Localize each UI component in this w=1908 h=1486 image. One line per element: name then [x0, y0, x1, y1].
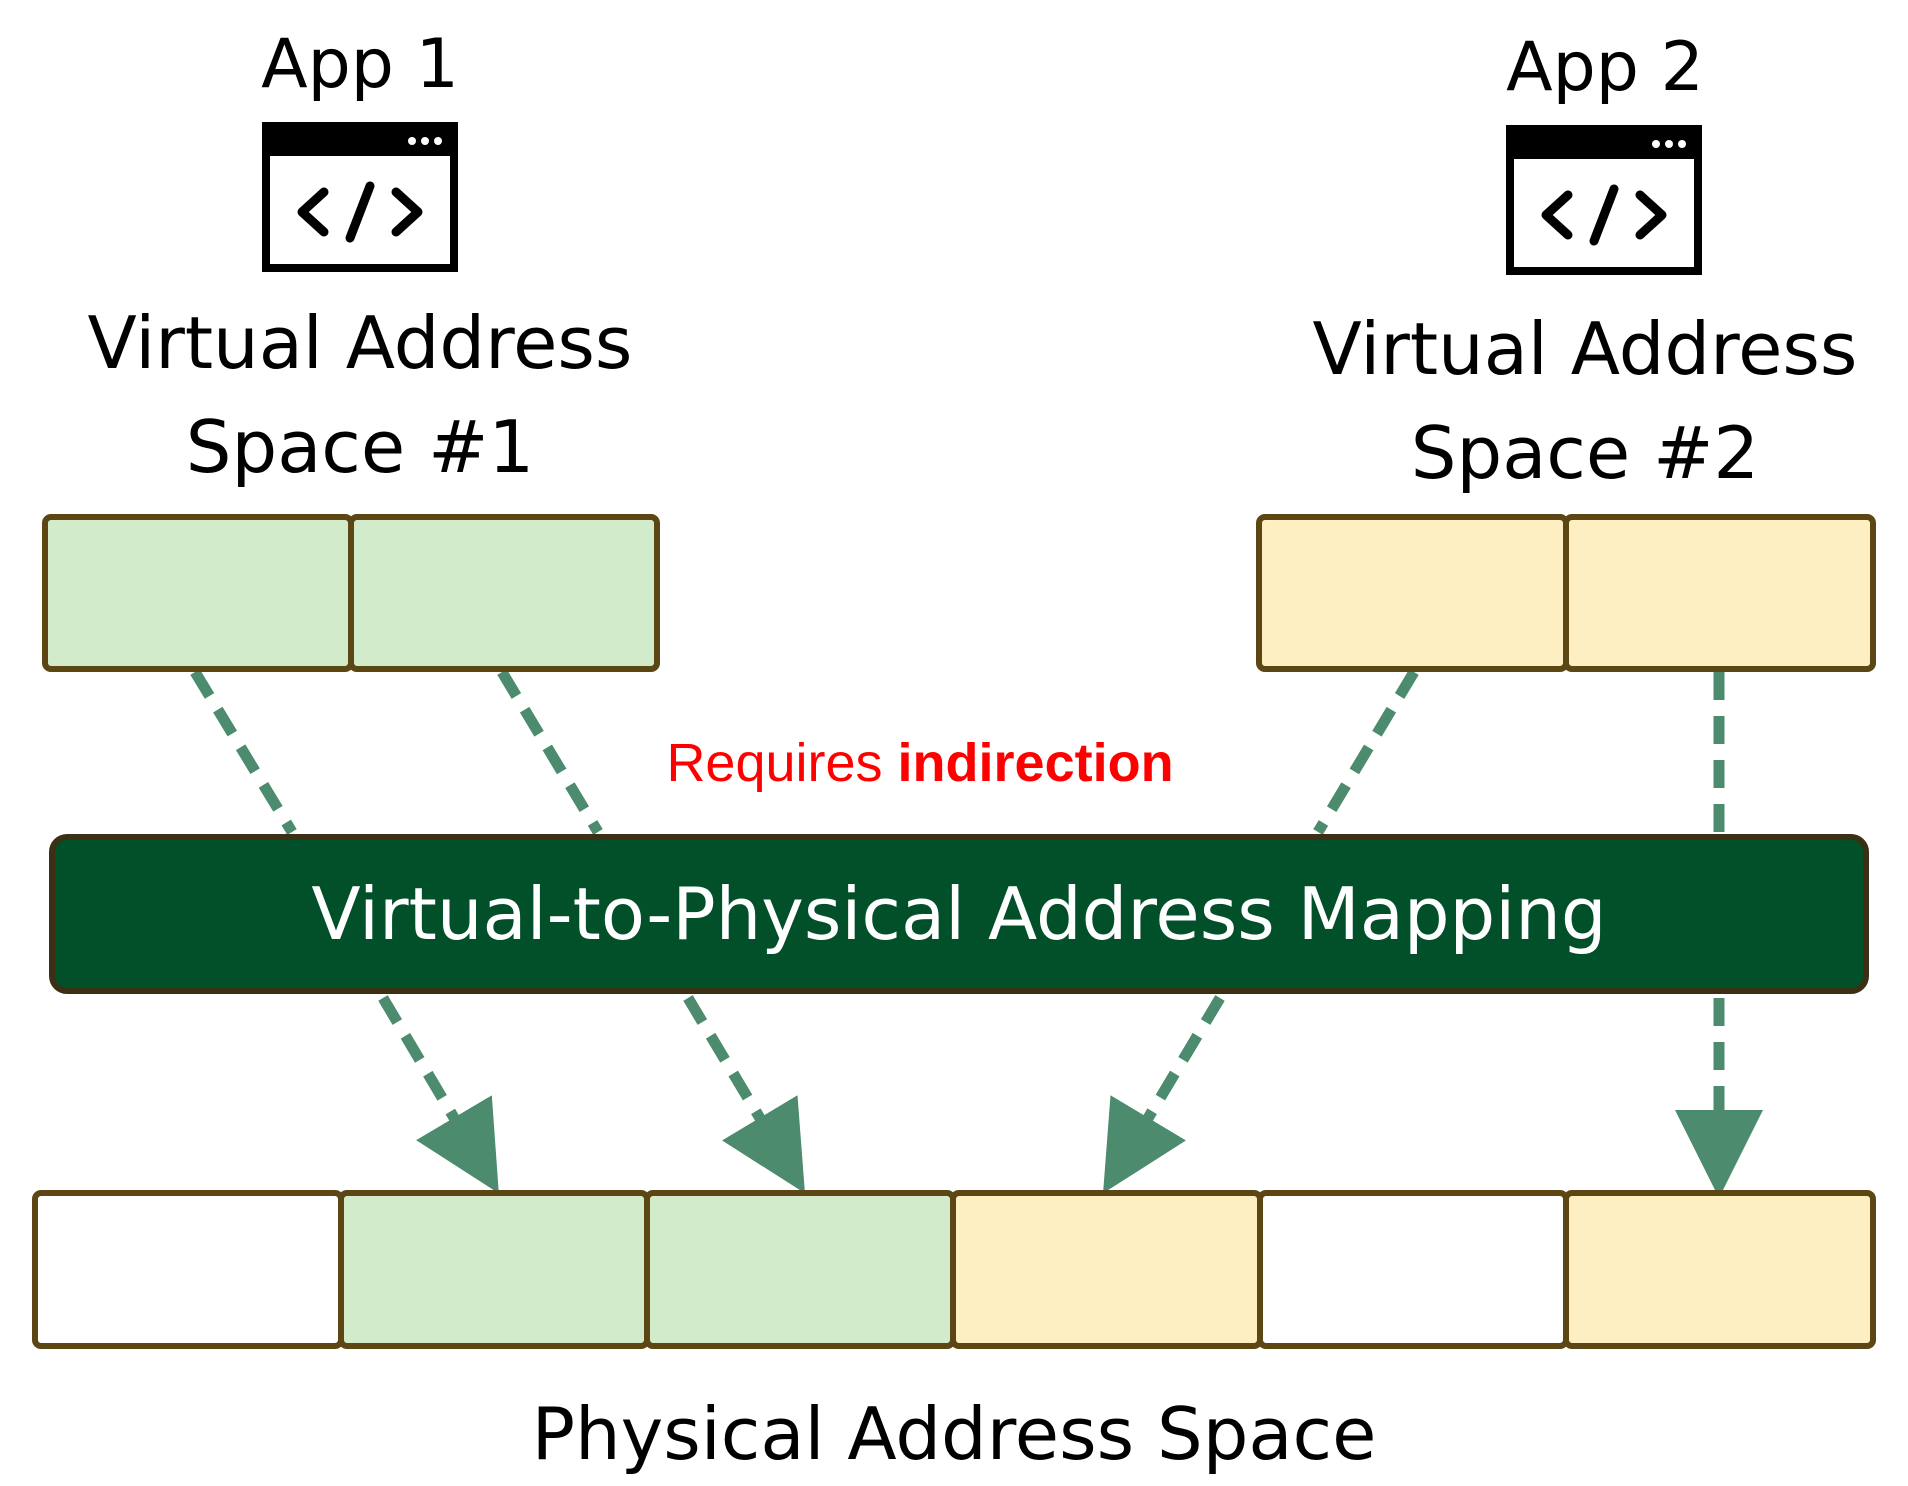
arrow-mapping-to-p3 — [683, 995, 805, 1194]
app-2-code-window-icon — [1506, 125, 1702, 275]
physical-page-6 — [1563, 1190, 1876, 1349]
physical-page-5 — [1257, 1190, 1569, 1349]
arrow-v1a-to-mapping — [190, 669, 297, 835]
indirection-note-prefix: Requires — [666, 733, 898, 793]
arrow-mapping-to-p2 — [378, 995, 499, 1194]
physical-page-4 — [950, 1190, 1263, 1349]
physical-page-3 — [644, 1190, 956, 1349]
indirection-note: Requires indirection — [600, 728, 1240, 798]
indirection-note-emphasis: indirection — [897, 733, 1174, 793]
arrow-mapping-to-p4 — [1103, 995, 1225, 1194]
arrow-v2a-to-mapping — [1313, 669, 1419, 835]
virtual-space-1-title-line1: Virtual Address — [87, 301, 633, 385]
address-mapping-box: Virtual-to-Physical Address Mapping — [49, 834, 1869, 994]
virtual-page-app2-2 — [1563, 514, 1876, 672]
arrow-v1b-to-mapping — [497, 669, 603, 835]
physical-space-title: Physical Address Space — [531, 1392, 1377, 1476]
virtual-space-2-title-line1: Virtual Address — [1312, 307, 1858, 391]
virtual-space-2-title-line2: Space #2 — [1410, 411, 1760, 495]
virtual-space-1-title-line2: Space #1 — [185, 405, 535, 489]
physical-page-1 — [32, 1190, 344, 1349]
virtual-page-app1-2 — [348, 514, 660, 672]
virtual-page-app1-1 — [42, 514, 354, 672]
app-1-code-window-icon — [262, 122, 458, 272]
address-mapping-label: Virtual-to-Physical Address Mapping — [311, 872, 1607, 956]
virtual-page-app2-1 — [1256, 514, 1569, 672]
physical-page-2 — [338, 1190, 650, 1349]
app-1-title: App 1 — [261, 25, 459, 104]
app-2-title: App 2 — [1506, 28, 1704, 107]
